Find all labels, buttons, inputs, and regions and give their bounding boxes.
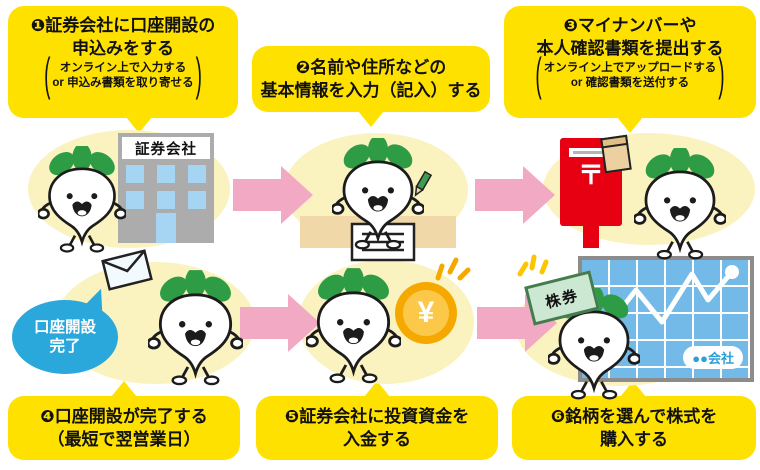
postbox-leg xyxy=(583,222,599,248)
callout-tail xyxy=(126,117,152,133)
step-5-title-line: 入金する xyxy=(343,429,411,449)
step-4-title-line: ❹口座開設が完了する xyxy=(40,407,208,426)
building-window xyxy=(157,165,175,183)
building-window xyxy=(188,165,206,183)
step-6-title-line: 購入する xyxy=(600,429,668,449)
building-door xyxy=(156,213,176,243)
yen-coin-icon: ¥ xyxy=(395,282,457,344)
callout-tail xyxy=(364,381,390,397)
turnip-character xyxy=(306,268,401,386)
building-window xyxy=(126,191,144,209)
step-5-title-line: ❺証券会社に投資資金を xyxy=(284,407,470,426)
securities-building: 証券会社 xyxy=(118,133,214,243)
postal-mark: 〒 xyxy=(577,160,604,190)
sparkle-icon xyxy=(517,254,549,277)
account-complete-bubble: 口座開設 完了 xyxy=(12,285,118,374)
step-1-note: ( オンライン上で入力する or 申込み書類を取り寄せる ) xyxy=(44,50,202,102)
step-2-title-line: 基本情報を入力（記入）する xyxy=(260,80,482,100)
step-5-callout: ❺証券会社に投資資金を 入金する xyxy=(256,381,498,460)
step-4-title-line: （最短で翌営業日） xyxy=(47,429,201,449)
step-6-callout: ❻銘柄を選んで株式を 購入する xyxy=(512,381,756,460)
postbox-slot xyxy=(569,148,613,157)
step-1-title-line: ❶証券会社に口座開設の xyxy=(30,16,216,35)
step-3-title-line: 本人確認書類を提出する xyxy=(536,38,724,58)
envelope-icon xyxy=(600,134,632,174)
step-4-callout: ❹口座開設が完了する （最短で翌営業日） xyxy=(8,381,240,460)
callout-tail xyxy=(617,117,643,133)
step-3-title-line: ❸マイナンバーや xyxy=(563,16,697,35)
building-sign: 証券会社 xyxy=(122,137,210,159)
building-window xyxy=(126,165,144,183)
flow-arrow-icon xyxy=(475,166,555,224)
stock-price-line xyxy=(587,265,739,351)
building-window xyxy=(157,191,175,209)
sparkle-icon xyxy=(435,257,471,281)
turnip-character xyxy=(634,148,726,262)
pencil-icon xyxy=(414,170,433,197)
callout-tail xyxy=(111,381,137,397)
step-3-callout: ❸マイナンバーや 本人確認書類を提出する ( オンライン上でアップロードする o… xyxy=(504,6,756,133)
step-6-title-line: ❻銘柄を選んで株式を xyxy=(550,407,718,426)
step-2-callout: ❷名前や住所などの 基本情報を入力（記入）する xyxy=(252,46,490,127)
company-label: ●●会社 xyxy=(683,346,743,369)
turnip-character xyxy=(38,146,126,255)
flow-arrow-icon xyxy=(240,294,320,352)
step-1-callout: ❶証券会社に口座開設の 申込みをする ( オンライン上で入力する or 申込み書… xyxy=(8,6,238,133)
flow-arrow-icon xyxy=(233,166,313,224)
building-window xyxy=(188,191,206,209)
step-3-note: ( オンライン上でアップロードする or 確認書類を送付する ) xyxy=(535,50,725,102)
envelope-icon xyxy=(101,249,153,291)
callout-tail xyxy=(358,111,384,127)
step-1-title-line: 申込みをする xyxy=(72,38,174,58)
step-2-title-line: ❷名前や住所などの xyxy=(295,58,447,77)
turnip-character xyxy=(148,270,243,388)
